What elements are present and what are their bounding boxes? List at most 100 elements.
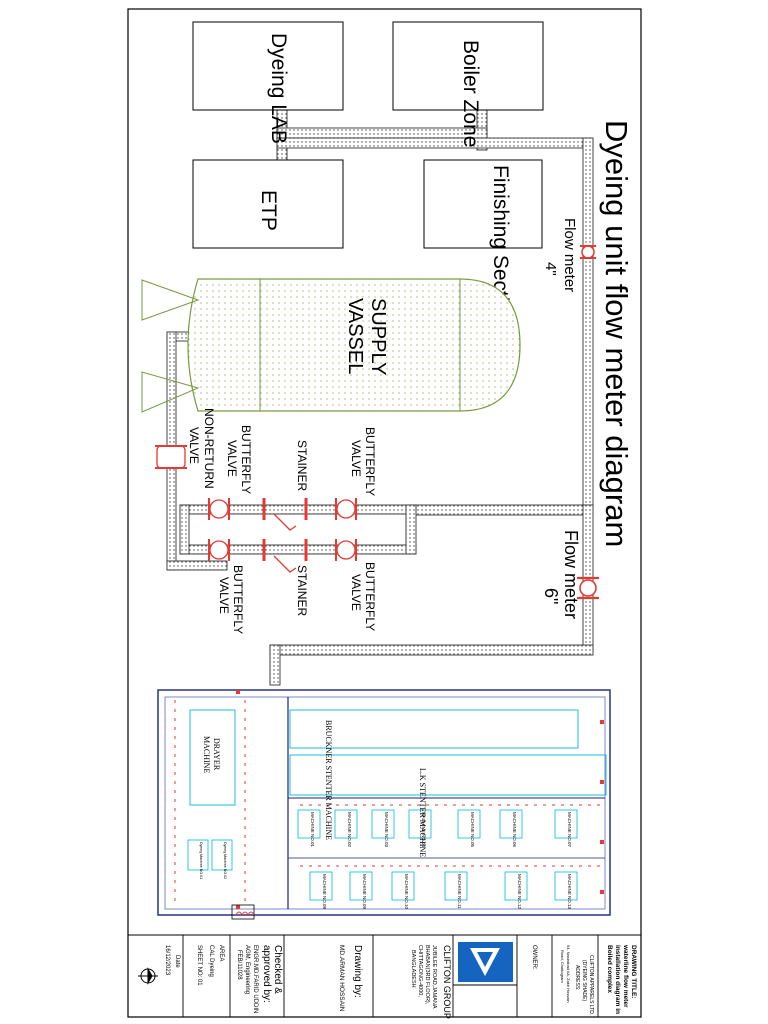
flow-meter-6-label: Flow meter bbox=[561, 530, 581, 619]
valve-label: BUTTERFLY bbox=[363, 427, 377, 496]
drawing-title-block: DRAWING TITLE: waterline flow meter inst… bbox=[606, 944, 637, 1014]
etp-label: ETP bbox=[257, 190, 280, 231]
butterfly-valve-icon bbox=[335, 498, 357, 520]
stainer-icon bbox=[262, 498, 308, 531]
valve-label: VALVE bbox=[217, 577, 231, 614]
machine-label: MACHINE NO.03 bbox=[384, 812, 389, 848]
machine-label: MACHINE NO.12 bbox=[517, 874, 522, 910]
drawn-by-name: MD.ARMAN HOSSAIN bbox=[338, 945, 345, 1012]
approver-name: ENGR.MD.FARID UDDIN bbox=[252, 945, 258, 1013]
butterfly-valve-icon bbox=[335, 539, 357, 561]
approver-id: FEB/11028 bbox=[236, 950, 242, 980]
valve-label: BUTTERFLY bbox=[231, 565, 245, 634]
client-line: ADDRESS: bbox=[574, 965, 580, 991]
valve-label: NON-RETURN bbox=[202, 408, 216, 489]
company-address: CHITTAGONG-4000, bbox=[417, 945, 423, 997]
flow-meter-4-icon bbox=[580, 245, 596, 259]
floor-plan bbox=[157, 689, 611, 920]
checked-label: Checked & bbox=[272, 945, 283, 994]
area-label: AREA bbox=[218, 945, 224, 961]
drayer-machine-label: MACHINE bbox=[202, 736, 211, 773]
machine-label: MACHINE NO.02 bbox=[347, 812, 352, 848]
client-line: Road, Chattogram bbox=[560, 950, 565, 983]
drawing-title-label: DRAWING TITLE: bbox=[630, 945, 637, 998]
non-return-valve-icon bbox=[155, 445, 187, 469]
machine-label: MACHINE NO.04 bbox=[421, 812, 426, 848]
machine-row-2-labels: MACHINE NO.08 MACHINE NO.09 MACHINE NO.1… bbox=[322, 874, 572, 910]
machine-label: MACHINE NO.06 bbox=[512, 812, 517, 848]
machine-label: MACHINE NO.07 bbox=[567, 812, 572, 848]
company-name: CLIFTON GROUP bbox=[442, 945, 452, 1019]
valve-label: BUTTERFLY bbox=[239, 425, 253, 494]
valve-label: STAINER bbox=[295, 565, 309, 616]
supply-vessel bbox=[141, 278, 521, 413]
machine-label: MACHINE NO.09 bbox=[362, 874, 367, 910]
dyeing-lab-label: Dyeing LAB bbox=[267, 33, 290, 144]
flow-meter-4-label: Flow meter bbox=[561, 218, 578, 292]
drawing-title-line: installation diagram in bbox=[614, 945, 621, 1014]
stainer-icon bbox=[262, 539, 308, 573]
dispense-labels: Dyeing Machine NO.01 Dyeing Machine NO.0… bbox=[199, 842, 227, 879]
finishing-section-box bbox=[423, 159, 543, 249]
area-value: CAL Dyeing bbox=[208, 945, 214, 977]
boiler-zone-box bbox=[392, 21, 544, 111]
client-block: CLIFTON APPARELS LTD. (DYEING SHADE) ADD… bbox=[560, 945, 594, 1015]
bruckner-stenter-label: BRUCKNER STENTER MACHINE bbox=[324, 720, 333, 840]
owner-label: OWNER: bbox=[531, 945, 537, 970]
date-block: Date 16/12/2023 bbox=[164, 945, 180, 976]
machine-label: MACHINE NO.08 bbox=[322, 874, 327, 910]
valve-bank bbox=[155, 445, 357, 573]
client-line: 94, Nasirabad I/A, Zakir Hossain bbox=[566, 945, 571, 1003]
valve-label: VALVE bbox=[225, 440, 239, 477]
valve-label: BUTTERFLY bbox=[363, 562, 377, 631]
clifton-logo-icon bbox=[458, 942, 513, 982]
dispense-label: Dyeing Machine NO.02 bbox=[223, 842, 227, 879]
drawing-title-line: Boiled complex bbox=[606, 945, 613, 993]
diagram-title: Dyeing unit flow meter diagram bbox=[599, 120, 634, 547]
flow-meter-6-icon bbox=[577, 576, 599, 600]
company-address: BANGLADESH bbox=[410, 950, 416, 988]
sheet-border bbox=[127, 8, 642, 1018]
drawn-by-block: Drawing by: MD.ARMAN HOSSAIN bbox=[338, 945, 363, 1012]
date-label: Date bbox=[174, 955, 180, 968]
flow-meter-4-size: 4" bbox=[542, 262, 559, 276]
north-arrow-icon bbox=[138, 967, 158, 985]
company-address: BHABAN(3RD FLOOR), bbox=[424, 945, 430, 1005]
drayer-machine-label: DRAYER bbox=[212, 738, 221, 771]
area-block: AREA CAL Dyeing SHEET NO: 01 bbox=[196, 945, 224, 986]
boiler-zone-label: Boiler Zone bbox=[459, 40, 482, 147]
company-block: CLIFTON GROUP JUBILEE ROAD,JAMANA BHABAN… bbox=[410, 945, 452, 1019]
dispense-label: Dyeing Machine NO.01 bbox=[199, 842, 203, 879]
sheet-number: SHEET NO: 01 bbox=[196, 945, 202, 986]
title-block bbox=[182, 935, 642, 1017]
finishing-section-label: Finishing Section bbox=[489, 165, 512, 325]
approved-label: approved by: bbox=[261, 945, 272, 1003]
client-line: (DYEING SHADE) bbox=[581, 960, 587, 1001]
vessel-label-line2: VASSEL bbox=[344, 298, 366, 374]
piping bbox=[166, 109, 594, 686]
butterfly-valve-icon bbox=[208, 539, 230, 561]
area-boxes bbox=[192, 21, 544, 249]
machine-label: MACHINE NO.13 bbox=[567, 874, 572, 910]
approved-by-block: Checked & approved by: ENGR.MD.FARID UDD… bbox=[236, 945, 283, 1013]
diagram-title-text: Dyeing unit flow meter diagram bbox=[599, 120, 634, 547]
flow-meter-6-size: 6" bbox=[541, 588, 561, 604]
valve-label: VALVE bbox=[349, 574, 363, 611]
machine-label: MACHINE NO.01 bbox=[310, 812, 315, 848]
company-address: JUBILEE ROAD,JAMANA bbox=[431, 945, 437, 1009]
lk-stenter-label: L.K STENTER MACHINE bbox=[418, 768, 427, 857]
drawn-by-label: Drawing by: bbox=[352, 945, 363, 998]
etp-box bbox=[192, 159, 344, 249]
butterfly-valve-icon bbox=[208, 498, 230, 520]
date-value: 16/12/2023 bbox=[164, 945, 170, 976]
dyeing-lab-box bbox=[192, 21, 344, 111]
valve-label: STAINER bbox=[295, 440, 309, 491]
drawing-title-line: waterline flow meter bbox=[622, 944, 629, 1008]
machine-row-1-labels: MACHINE NO.01 MACHINE NO.02 MACHINE NO.0… bbox=[310, 812, 572, 848]
valve-label: VALVE bbox=[187, 427, 201, 464]
machine-label: MACHINE NO.11 bbox=[457, 874, 462, 909]
machine-label: MACHINE NO.10 bbox=[404, 874, 409, 910]
machine-label: MACHINE NO.05 bbox=[470, 812, 475, 848]
valve-label: VALVE bbox=[349, 440, 363, 477]
client-line: CLIFTON APPARELS LTD. bbox=[588, 955, 594, 1015]
